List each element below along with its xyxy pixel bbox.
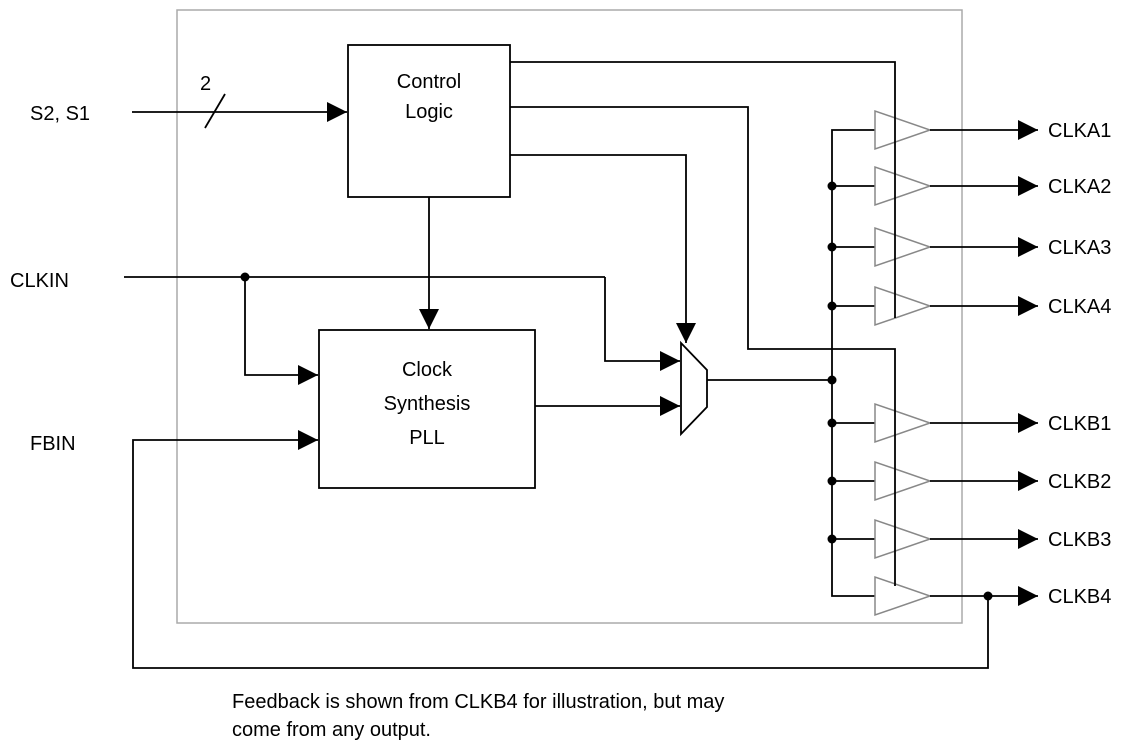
bank-a-buffers: CLKA1 CLKA2 CLKA3 CLKA4 bbox=[827, 109, 1111, 327]
buffer-clkb3 bbox=[874, 518, 933, 560]
pll-label-line1: Clock bbox=[402, 359, 453, 381]
clock-distribution-bus bbox=[831, 129, 875, 597]
output-label-clkb3: CLKB3 bbox=[1048, 529, 1111, 551]
select-input-label: S2, S1 bbox=[30, 103, 90, 125]
output-label-clka1: CLKA1 bbox=[1048, 120, 1111, 142]
output-label-clkb2: CLKB2 bbox=[1048, 471, 1111, 493]
output-label-clka4: CLKA4 bbox=[1048, 296, 1111, 318]
fbin-label: FBIN bbox=[30, 433, 76, 455]
clkin-label: CLKIN bbox=[10, 270, 69, 292]
buffer-clka3 bbox=[874, 226, 933, 268]
buffer-clkb2 bbox=[874, 460, 933, 502]
control-logic-label-line1: Control bbox=[397, 71, 461, 93]
control-to-a-buffers-wire bbox=[510, 61, 896, 113]
figure-caption: Feedback is shown from CLKB4 for illustr… bbox=[232, 688, 932, 744]
control-to-b-buffers-wire bbox=[510, 106, 896, 405]
buffer-clka4 bbox=[874, 285, 933, 327]
mux bbox=[680, 340, 708, 437]
buffer-clkb4 bbox=[874, 575, 933, 617]
feedback-junction-dot bbox=[983, 591, 993, 601]
caption-line-1: Feedback is shown from CLKB4 for illustr… bbox=[232, 691, 725, 713]
pll-label-line2: Synthesis bbox=[384, 393, 471, 415]
buffer-clka1 bbox=[874, 109, 933, 151]
pll-label-line3: PLL bbox=[409, 427, 445, 449]
bus-slash bbox=[204, 93, 226, 129]
clkin-to-mux-wire bbox=[604, 277, 680, 371]
chip-boundary bbox=[176, 9, 963, 624]
feedback-wire bbox=[132, 430, 989, 669]
caption-line-2: come from any output. bbox=[232, 719, 431, 741]
control-logic-label-line2: Logic bbox=[405, 101, 453, 123]
output-label-clkb1: CLKB1 bbox=[1048, 413, 1111, 435]
bank-b-buffers: CLKB1 CLKB2 CLKB3 CLKB4 bbox=[827, 402, 1111, 617]
buffer-clkb1 bbox=[874, 402, 933, 444]
output-label-clka2: CLKA2 bbox=[1048, 176, 1111, 198]
control-to-mux-select-wire bbox=[510, 154, 696, 343]
pll-block bbox=[318, 329, 536, 489]
bus-width-label: 2 bbox=[200, 73, 211, 95]
clkin-to-pll-wire bbox=[244, 277, 318, 385]
output-label-clka3: CLKA3 bbox=[1048, 237, 1111, 259]
buffer-clka2 bbox=[874, 165, 933, 207]
output-label-clkb4: CLKB4 bbox=[1048, 586, 1111, 608]
